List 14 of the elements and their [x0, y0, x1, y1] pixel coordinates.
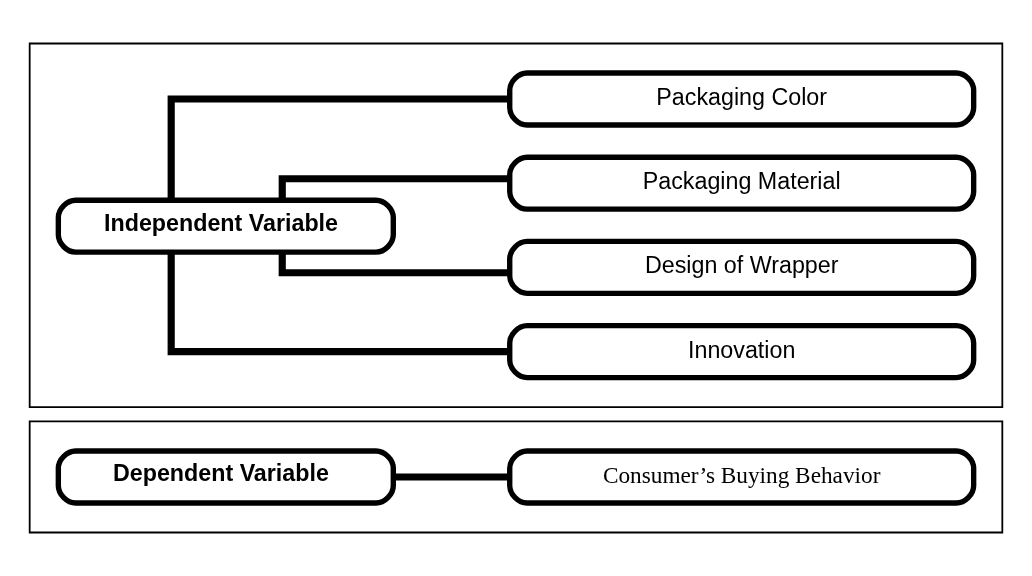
connector — [278, 252, 510, 277]
cluster — [28, 42, 1004, 408]
connector — [393, 473, 510, 481]
node-box: Consumer’s Buying Behavior — [507, 448, 977, 506]
connector — [167, 95, 510, 200]
cluster — [28, 420, 1004, 534]
connector — [278, 175, 510, 200]
node-box: Packaging Material — [507, 154, 977, 212]
node-box: Design of Wrapper — [507, 238, 977, 297]
node-box: Packaging Color — [507, 70, 977, 128]
node-box: Dependent Variable — [55, 448, 396, 506]
connector — [167, 252, 510, 356]
node-box: Independent Variable — [55, 197, 396, 255]
node-box: Innovation — [507, 322, 977, 381]
